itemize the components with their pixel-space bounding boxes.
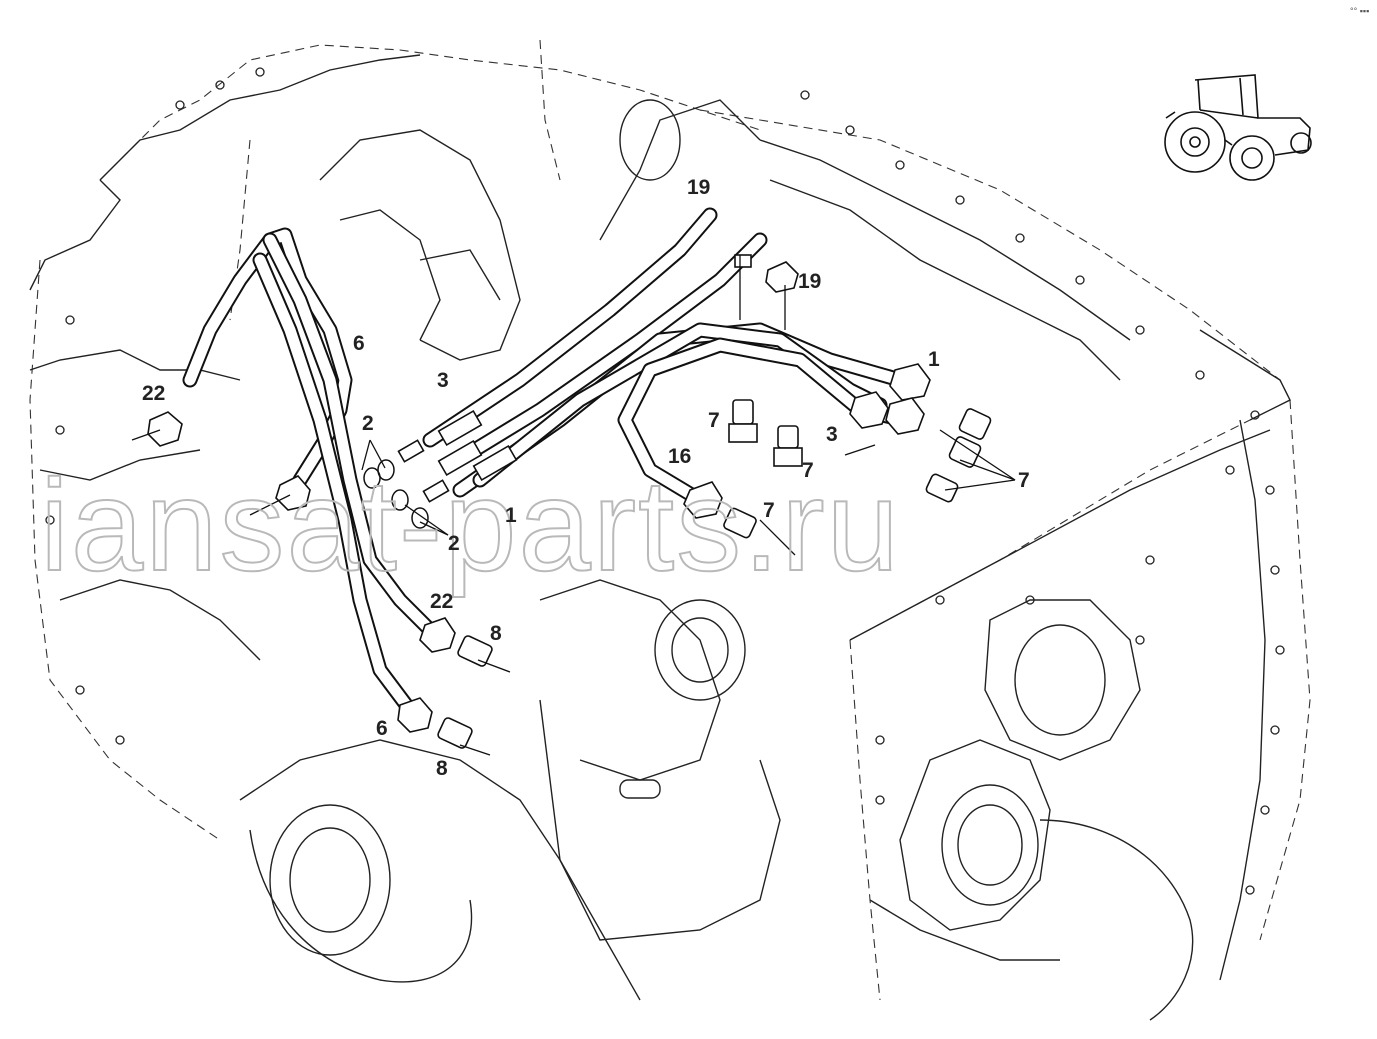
callout-1-left: 1 — [505, 504, 517, 527]
callout-7-a: 7 — [708, 409, 720, 432]
callout-8-top: 8 — [490, 622, 502, 645]
callout-3-left: 3 — [437, 369, 449, 392]
transmission-housing — [29, 39, 1311, 1021]
callouts: 22 6 3 2 1 2 19 19 1 7 7 3 7 16 7 22 8 6… — [142, 176, 1030, 780]
hose-assembly-left — [182, 227, 438, 718]
adapters — [437, 399, 992, 749]
callout-3-right: 3 — [826, 423, 838, 446]
leader-lines — [131, 255, 1016, 756]
callout-6-top: 6 — [353, 332, 365, 355]
callout-6-bottom: 6 — [376, 717, 388, 740]
hose-assembly-center — [422, 207, 913, 508]
callout-7-right: 7 — [1018, 469, 1030, 492]
callout-7-mid: 7 — [763, 499, 775, 522]
callout-8-bottom: 8 — [436, 757, 448, 780]
callout-22-top: 22 — [142, 382, 165, 405]
watermark: iansat-parts.ru — [40, 452, 901, 598]
tractor-icon — [1164, 74, 1312, 181]
callout-19-top: 19 — [687, 176, 710, 199]
callout-2-top: 2 — [362, 412, 374, 435]
fittings — [147, 254, 931, 733]
callout-7-b: 7 — [802, 459, 814, 482]
bolt-holes — [45, 67, 1285, 895]
callout-1-right: 1 — [928, 348, 940, 371]
callout-22-bottom: 22 — [430, 590, 453, 613]
callout-2-bottom: 2 — [448, 532, 460, 555]
corner-mark: °° ▪▪▪ — [1350, 6, 1369, 16]
callout-19-right: 19 — [798, 270, 821, 293]
washers — [363, 459, 429, 529]
callout-16: 16 — [668, 445, 691, 468]
